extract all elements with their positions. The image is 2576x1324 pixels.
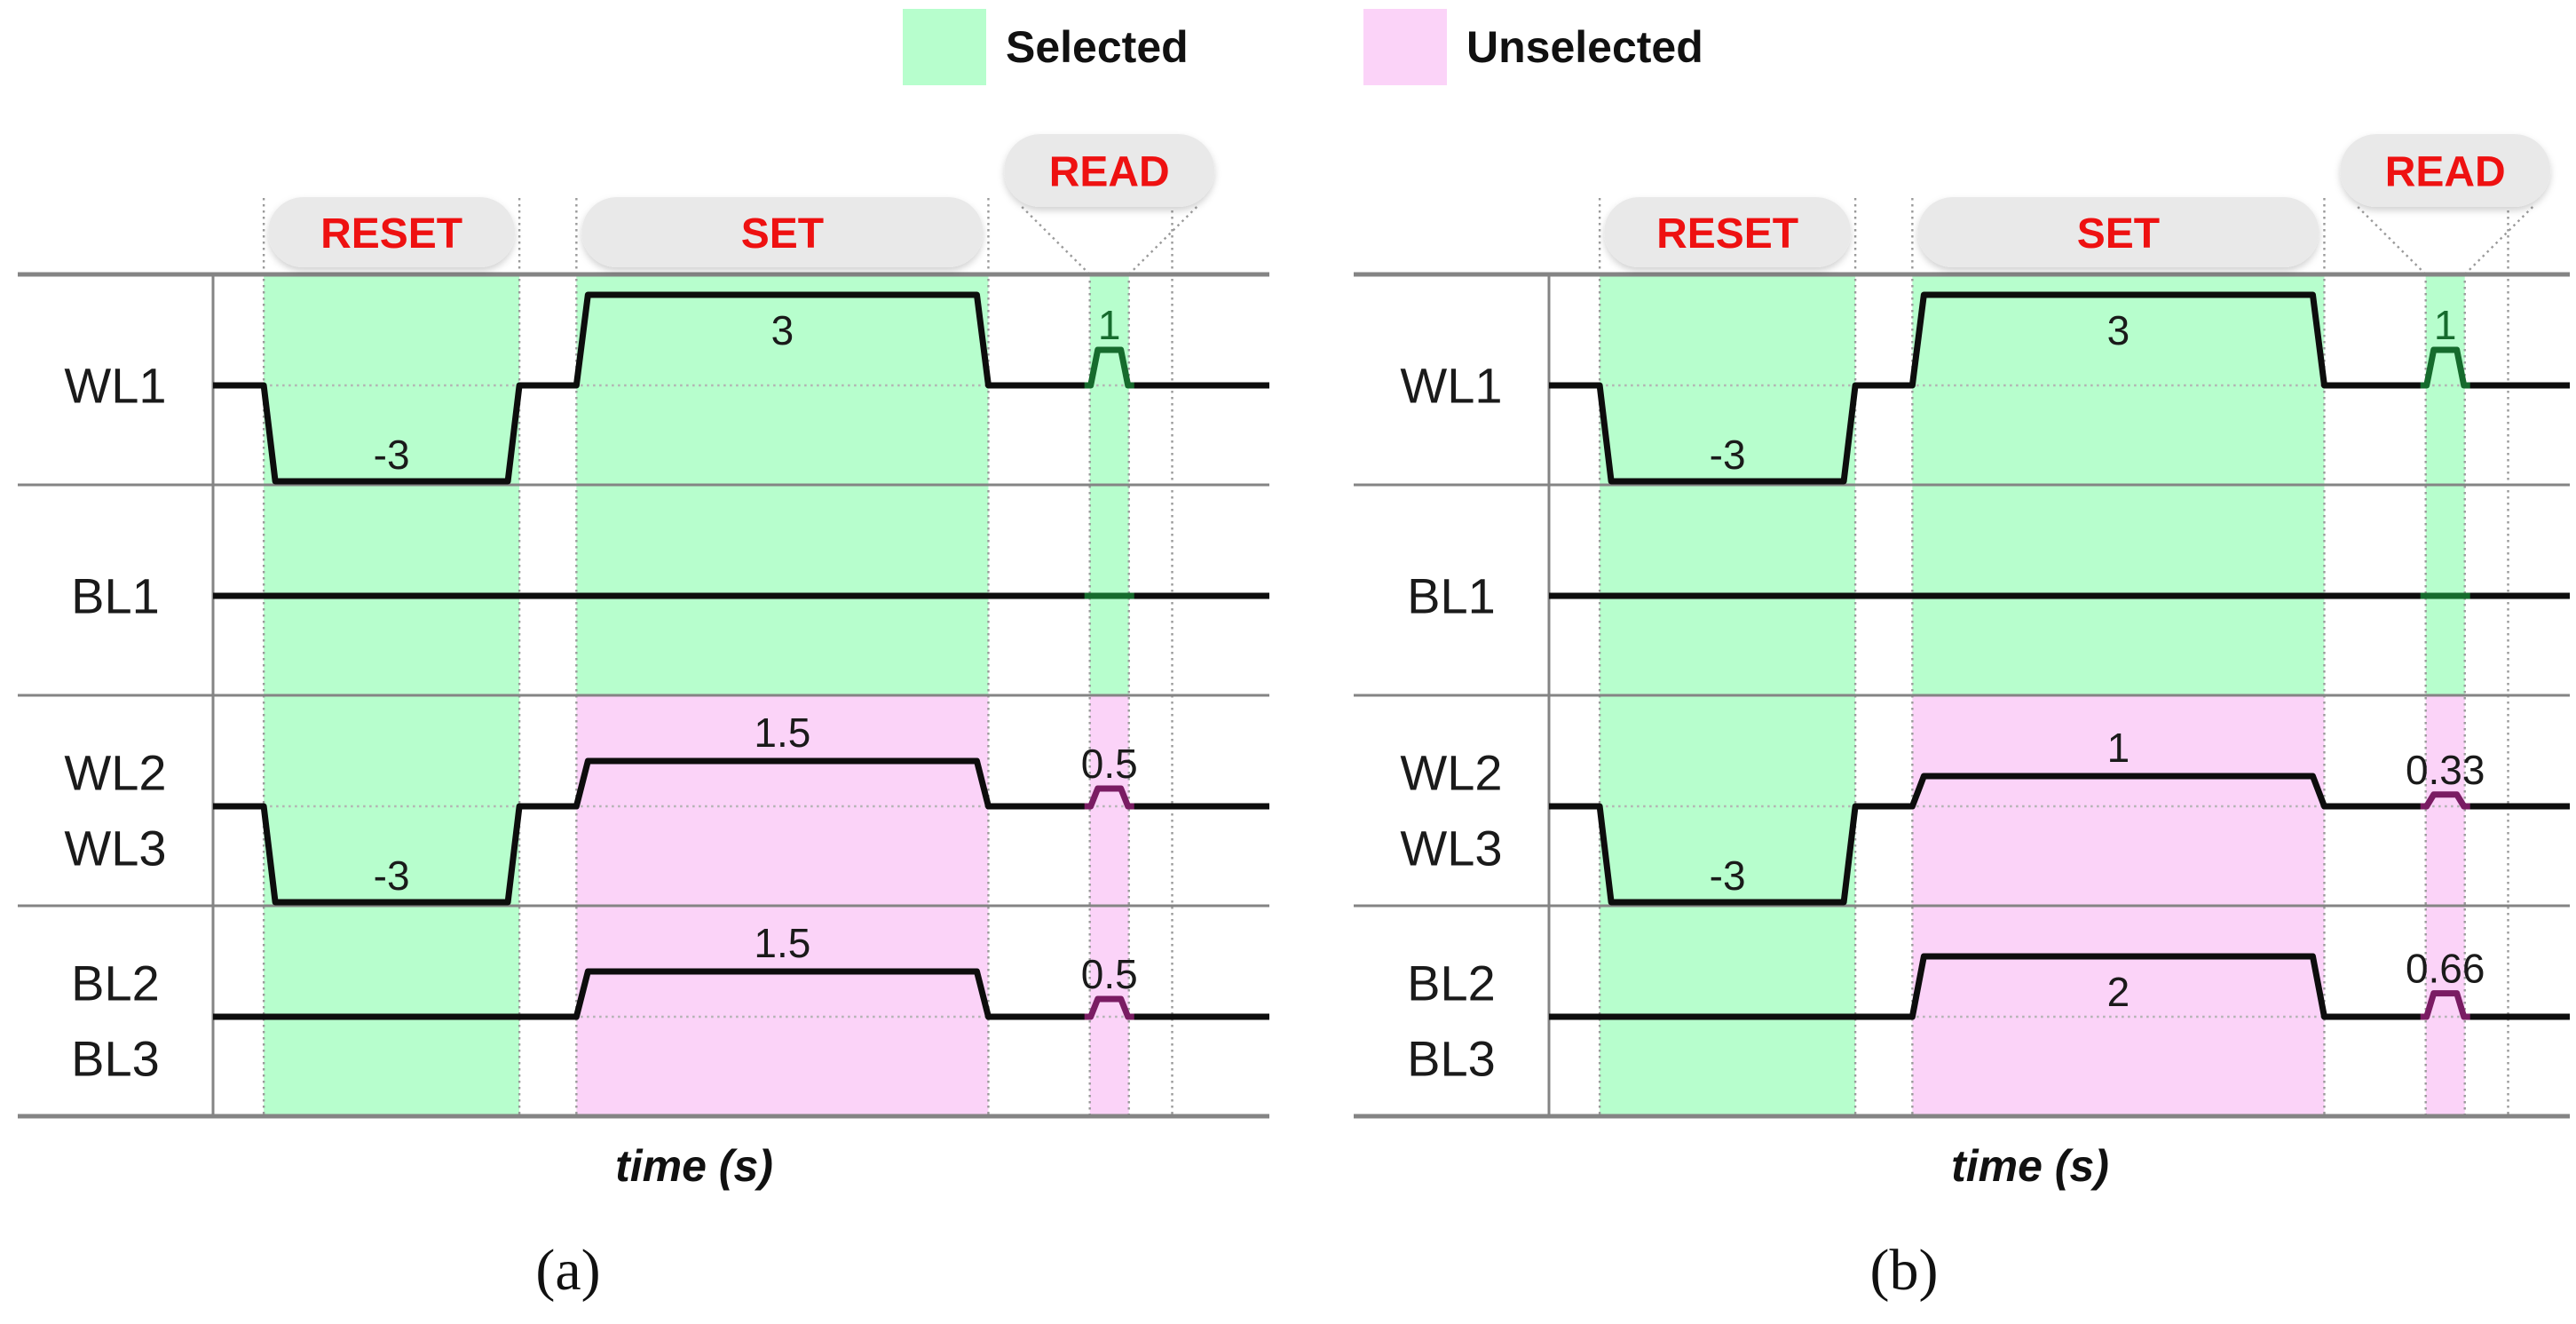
phase-reset-pill-label: RESET: [1656, 210, 1798, 258]
value-label-reset: -3: [1710, 432, 1746, 478]
legend-item-unselected: Unselected: [1363, 9, 1703, 85]
value-label-reset: -3: [1710, 852, 1746, 899]
value-label-set: 2: [2107, 969, 2130, 1015]
read-pulse-wl1: [1084, 346, 1134, 389]
read-pulse-wl2-wl3: [1084, 785, 1134, 810]
read-pulse-wl2-wl3: [2420, 791, 2470, 810]
value-label-reset: -3: [374, 432, 410, 478]
legend: Selected Unselected: [0, 0, 2576, 98]
band-set: [576, 485, 989, 695]
read-pulse-bl2-bl3: [1084, 995, 1134, 1020]
phase-set-pill: [1917, 197, 2319, 267]
row-label-wl3: WL3: [64, 821, 166, 876]
band-read: [2425, 274, 2465, 485]
row-label-bl3: BL3: [71, 1031, 160, 1087]
row-label-wl2: WL2: [64, 745, 166, 801]
phase-read-pill: [1004, 134, 1215, 207]
read-funnel-left: [1021, 206, 1091, 275]
value-label-set: 3: [771, 307, 794, 353]
band-set: [576, 906, 989, 1116]
read-funnel-left: [2357, 206, 2427, 275]
value-label-reset: -3: [374, 852, 410, 899]
value-label-set: 1.5: [754, 920, 810, 966]
phase-reset-pill: [1604, 197, 1852, 267]
x-axis-label: time (s): [615, 1141, 773, 1191]
band-set: [576, 274, 989, 485]
value-label-read: 1: [1098, 302, 1121, 348]
phase-read-pill-label: READ: [2385, 149, 2506, 196]
legend-swatch-selected: [903, 9, 986, 85]
phase-reset-pill: [268, 197, 516, 267]
phase-read-pill: [2340, 134, 2551, 207]
legend-label-unselected: Unselected: [1466, 22, 1703, 72]
row-label-bl3: BL3: [1407, 1031, 1496, 1087]
value-label-read: 0.5: [1081, 741, 1138, 787]
phase-set-pill: [581, 197, 984, 267]
row-label-bl1: BL1: [71, 568, 160, 624]
read-pulse-bl2-bl3: [2420, 990, 2470, 1020]
phase-set-pill-label: SET: [741, 210, 824, 258]
band-read: [1089, 485, 1129, 695]
legend-swatch-unselected: [1363, 9, 1447, 85]
legend-item-selected: Selected: [903, 9, 1189, 85]
band-read: [2425, 485, 2465, 695]
band-reset: [264, 274, 520, 485]
row-label-bl1: BL1: [1407, 568, 1496, 624]
row-label-wl1: WL1: [64, 358, 166, 414]
band-reset: [264, 695, 520, 906]
read-funnel-right: [2463, 206, 2534, 275]
panel-caption: (a): [535, 1238, 600, 1303]
row-label-wl3: WL3: [1400, 821, 1502, 876]
panel-caption: (b): [1870, 1238, 1939, 1303]
waveform-bl2-bl3: [213, 968, 1269, 1020]
band-reset: [264, 485, 520, 695]
band-set: [1912, 906, 2325, 1116]
band-read: [2425, 906, 2465, 1116]
phase-reset-pill-label: RESET: [320, 210, 462, 258]
row-label-wl1: WL1: [1400, 358, 1502, 414]
band-set: [1912, 485, 2325, 695]
band-set: [1912, 274, 2325, 485]
value-label-set: 1.5: [754, 710, 810, 756]
band-reset: [1600, 695, 1856, 906]
value-label-set: 3: [2107, 307, 2130, 353]
value-label-read: 0.5: [1081, 951, 1138, 997]
read-funnel-right: [1127, 206, 1198, 275]
value-label-read: 1: [2434, 302, 2457, 348]
band-reset: [264, 906, 520, 1116]
waveform-wl1: [1549, 291, 2570, 485]
legend-label-selected: Selected: [1006, 22, 1189, 72]
phase-read-pill-label: READ: [1049, 149, 1170, 196]
band-reset: [1600, 906, 1856, 1116]
row-label-bl2: BL2: [71, 955, 160, 1011]
value-label-set: 1: [2107, 725, 2130, 771]
band-read: [1089, 274, 1129, 485]
waveform-wl2-wl3: [1549, 773, 2570, 906]
row-label-bl2: BL2: [1407, 955, 1496, 1011]
waveform-wl2-wl3: [213, 757, 1269, 906]
value-label-read: 0.66: [2406, 946, 2485, 992]
band-reset: [1600, 274, 1856, 485]
phase-set-pill-label: SET: [2077, 210, 2160, 258]
value-label-read: 0.33: [2406, 747, 2485, 793]
read-pulse-wl1: [2420, 346, 2470, 389]
waveform-bl2-bl3: [1549, 953, 2570, 1020]
x-axis-label: time (s): [1951, 1141, 2109, 1191]
band-set: [1912, 695, 2325, 906]
band-reset: [1600, 485, 1856, 695]
row-label-wl2: WL2: [1400, 745, 1502, 801]
band-set: [576, 695, 989, 906]
waveform-wl1: [213, 291, 1269, 485]
